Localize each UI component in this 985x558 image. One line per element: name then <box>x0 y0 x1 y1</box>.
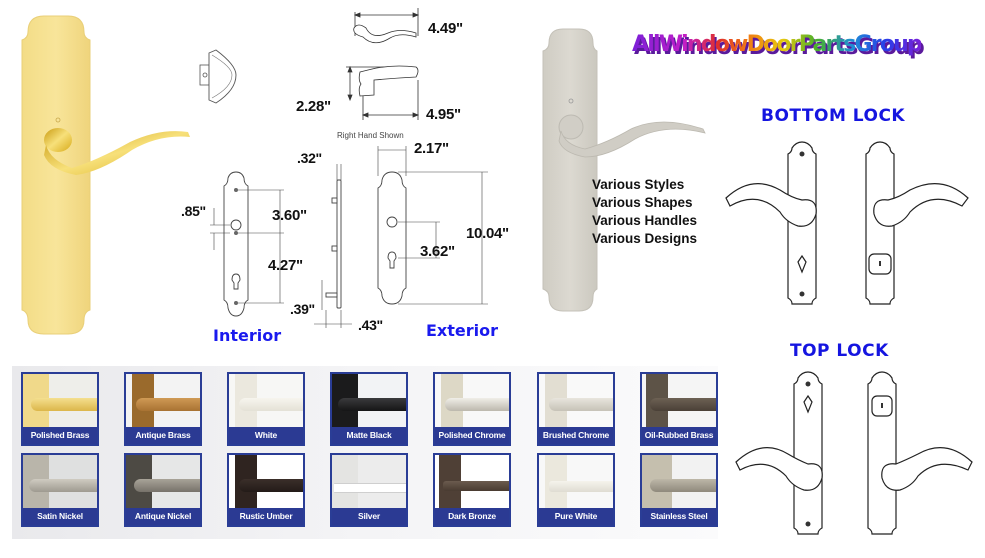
finish-label: Pure White <box>539 508 613 525</box>
finish-swatch-antique-brass[interactable]: Antique Brass <box>124 372 202 446</box>
feature-item: Various Styles <box>592 177 685 192</box>
finish-label: White <box>229 427 303 444</box>
bottom-lock-drawing <box>725 141 969 305</box>
interior-plate-drawing <box>210 171 284 317</box>
exterior-plate-drawing <box>377 146 488 305</box>
bottom-lock-title: BOTTOM LOCK <box>761 106 906 126</box>
finish-label: Antique Nickel <box>126 508 200 525</box>
dim-lower-spacing: 4.27" <box>268 257 303 274</box>
dim-hole-offset: .85" <box>181 203 206 219</box>
dim-upper-spacing: 3.60" <box>272 207 307 224</box>
finish-swatch-polished-chrome[interactable]: Polished Chrome <box>433 372 511 446</box>
dim-plate-width: 2.17" <box>414 140 449 157</box>
interior-label: Interior <box>213 326 282 345</box>
polished-brass-handle-image <box>21 15 190 335</box>
finish-swatch-white[interactable]: White <box>227 372 305 446</box>
dim-plate-thickness: .32" <box>297 150 322 166</box>
top-lock-drawing <box>735 371 973 535</box>
dim-spindle-offset: .39" <box>290 301 315 317</box>
finish-label: Brushed Chrome <box>539 427 613 444</box>
dim-plate-height: 10.04" <box>466 225 509 242</box>
lever-dimension-drawing <box>346 8 420 120</box>
dim-lever-length: 4.95" <box>426 106 461 123</box>
brand-logo[interactable]: AllWindowDoorPartsGroup <box>632 32 923 57</box>
exterior-label: Exterior <box>426 321 499 340</box>
finish-label: Oil-Rubbed Brass <box>642 427 716 444</box>
top-lock-title: TOP LOCK <box>790 341 889 361</box>
finish-swatch-rustic-umber[interactable]: Rustic Umber <box>227 453 305 527</box>
satin-nickel-handle-image <box>542 28 706 312</box>
finish-label: Matte Black <box>332 427 406 444</box>
finish-swatch-oil-rubbed-brass[interactable]: Oil-Rubbed Brass <box>640 372 718 446</box>
dim-spindle-depth: .43" <box>358 317 383 333</box>
logo-shadow: AllWindowDoorPartsGroup <box>634 35 925 60</box>
finish-swatch-matte-black[interactable]: Matte Black <box>330 372 408 446</box>
finish-label: Polished Chrome <box>435 427 509 444</box>
dim-lever-height: 2.28" <box>296 98 331 115</box>
finish-swatch-satin-nickel[interactable]: Satin Nickel <box>21 453 99 527</box>
finish-label: Antique Brass <box>126 427 200 444</box>
finish-label: Dark Bronze <box>435 508 509 525</box>
plate-side-profile-drawing <box>314 164 352 328</box>
finish-label: Polished Brass <box>23 427 97 444</box>
feature-item: Various Shapes <box>592 195 693 210</box>
finish-swatch-antique-nickel[interactable]: Antique Nickel <box>124 453 202 527</box>
rose-side-view-drawing <box>199 49 237 104</box>
finish-swatch-brushed-chrome[interactable]: Brushed Chrome <box>537 372 615 446</box>
finish-swatch-stainless-steel[interactable]: Stainless Steel <box>640 453 718 527</box>
dim-exterior-spacing: 3.62" <box>420 243 455 260</box>
dim-lever-top-width: 4.49" <box>428 20 463 37</box>
finish-swatch-silver[interactable]: Silver <box>330 453 408 527</box>
feature-item: Various Designs <box>592 231 698 246</box>
finish-swatch-pure-white[interactable]: Pure White <box>537 453 615 527</box>
finish-label: Silver <box>332 508 406 525</box>
right-hand-shown-note: Right Hand Shown <box>337 131 404 140</box>
feature-item: Various Handles <box>592 213 698 228</box>
finish-swatch-dark-bronze[interactable]: Dark Bronze <box>433 453 511 527</box>
features-list: Various Styles Various Shapes Various Ha… <box>592 176 697 248</box>
finish-swatch-polished-brass[interactable]: Polished Brass <box>21 372 99 446</box>
finish-label: Rustic Umber <box>229 508 303 525</box>
finish-label: Satin Nickel <box>23 508 97 525</box>
finish-label: Stainless Steel <box>642 508 716 525</box>
